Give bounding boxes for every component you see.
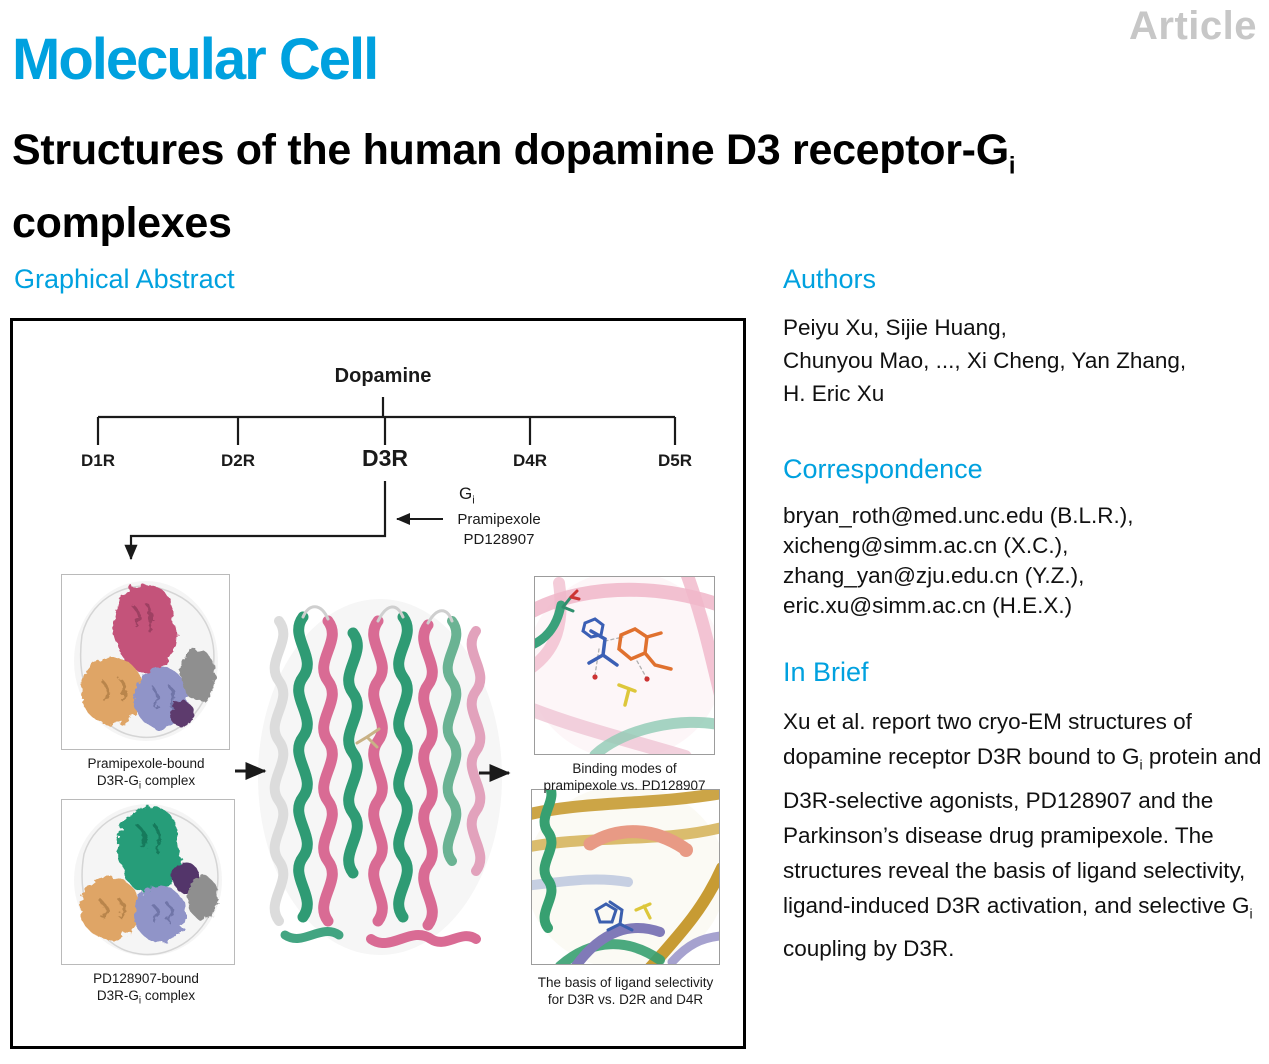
correspondence-line: eric.xu@simm.ac.cn (H.E.X.) (783, 593, 1073, 618)
caption-line: pramipexole vs. PD128907 (543, 778, 706, 793)
graphical-abstract-heading: Graphical Abstract (14, 264, 235, 294)
receptor-label-d2r: D2R (220, 451, 255, 470)
journal-logo: Molecular Cell (12, 27, 379, 92)
caption-binding-modes: Binding modes of pramipexole vs. PD12890… (523, 760, 726, 794)
ligand-name-pramipexole: Pramipexole (457, 511, 541, 528)
authors-heading: Authors (783, 264, 877, 294)
panel-ligand-selectivity (531, 789, 720, 965)
gi-label-subscript: i (472, 494, 475, 507)
caption-line: D3R-Gi complex (96, 773, 196, 792)
title-line1: Structures of the human dopamine D3 rece… (12, 126, 1009, 174)
dopamine-root-label: Dopamine (334, 365, 432, 387)
author-line: H. Eric Xu (783, 381, 885, 406)
panel-pd128907-complex (61, 799, 235, 965)
ligand-names-label: Pramipexole PD128907 (433, 510, 565, 550)
caption-line: Binding modes of (572, 761, 677, 776)
caption-pd128907-complex: PD128907-bound D3R-Gi complex (46, 970, 246, 1010)
correspondence-list: bryan_roth@med.unc.edu (B.L.R.), xicheng… (783, 501, 1265, 621)
in-brief-text: Xu et al. report two cryo-EM structures … (783, 709, 1262, 961)
panel-pramipexole-complex (61, 574, 230, 750)
receptor-label-d4r: D4R (512, 451, 547, 470)
caption-ligand-selectivity: The basis of ligand selectivity for D3R … (513, 974, 738, 1008)
panel-binding-modes (534, 576, 715, 755)
receptor-label-d5r: D5R (657, 451, 692, 470)
ribbon-overlay-art (258, 599, 502, 955)
caption-line: The basis of ligand selectivity (537, 975, 714, 990)
binding-modes-figure (535, 577, 714, 754)
cryoem-map-pd128907 (74, 804, 222, 956)
correspondence-line: zhang_yan@zju.edu.cn (Y.Z.), (783, 563, 1085, 588)
author-line: Peiyu Xu, Sijie Huang, (783, 315, 1007, 340)
ribbon-overlay-structure (251, 591, 509, 963)
caption-line: Pramipexole-bound (87, 756, 205, 771)
caption-line: PD128907-bound (93, 971, 199, 986)
caption-line: D3R-Gi complex (96, 988, 196, 1007)
title-line2: complexes (12, 198, 232, 247)
correspondence-line: xicheng@simm.ac.cn (X.C.), (783, 533, 1069, 558)
tree-connector (96, 397, 677, 445)
ligand-name-pd128907: PD128907 (463, 531, 535, 548)
arrow-down-icon (124, 481, 387, 561)
caption-line: for D3R vs. D2R and D4R (547, 992, 704, 1007)
graphical-abstract-box: Dopamine D1R D2R D3R D4R D5R Gi Pramipex… (10, 318, 746, 1049)
correspondence-line: bryan_roth@med.unc.edu (B.L.R.), (783, 503, 1134, 528)
gi-label-text: G (459, 484, 473, 503)
correspondence-heading: Correspondence (783, 454, 983, 484)
article-type-label: Article (1129, 4, 1257, 48)
title-subscript: i (1008, 153, 1016, 180)
info-column: Authors Peiyu Xu, Sijie Huang, Chunyou M… (783, 264, 1265, 966)
caption-pramipexole-complex: Pramipexole-bound D3R-Gi complex (46, 755, 246, 795)
receptor-label-d3r: D3R (361, 445, 408, 471)
author-line: Chunyou Mao, ..., Xi Cheng, Yan Zhang, (783, 348, 1187, 373)
receptor-label-d1r: D1R (80, 451, 115, 470)
gi-protein-label: Gi (459, 484, 495, 506)
authors-list: Peiyu Xu, Sijie Huang, Chunyou Mao, ...,… (783, 311, 1265, 410)
ligand-selectivity-figure (532, 790, 719, 964)
cryoem-map-pramipexole (74, 581, 218, 741)
paper-title: Structures of the human dopamine D3 rece… (12, 122, 1257, 251)
in-brief-heading: In Brief (783, 657, 869, 687)
